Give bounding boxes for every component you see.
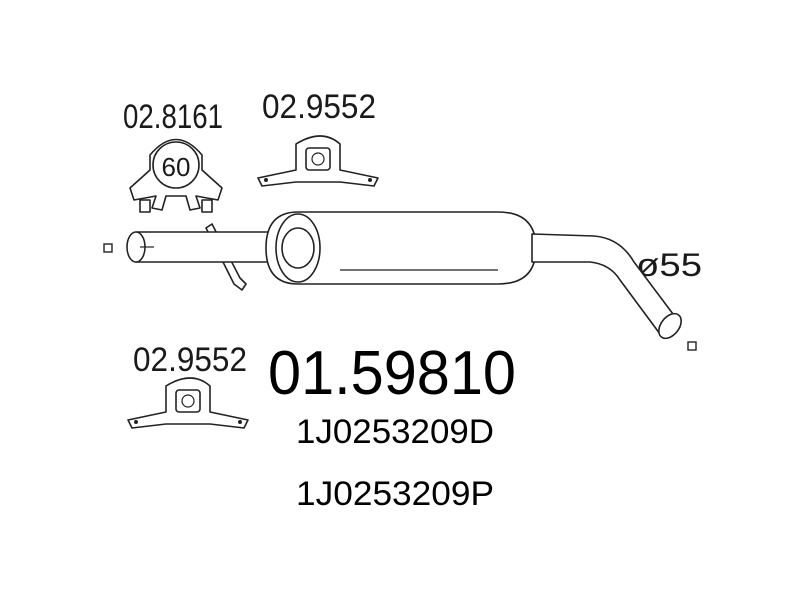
exhaust-clamp: 60	[129, 138, 223, 213]
rubber-mount-bottom	[127, 377, 249, 429]
oem-number-1: 1J0253209D	[296, 413, 494, 451]
clamp-size-label: 60	[162, 152, 191, 182]
mount-bottom-part-code: 02.9552	[133, 341, 247, 379]
outlet-connection-marker	[687, 341, 697, 351]
pipe-diameter-label: ø55	[636, 247, 702, 283]
clamp-part-code: 02.8161	[123, 98, 223, 136]
middle-silencer	[126, 211, 682, 340]
main-part-number: 01.59810	[268, 339, 516, 408]
inlet-connection-marker	[103, 243, 113, 253]
mount-top-part-code: 02.9552	[262, 88, 376, 126]
rubber-mount-top	[257, 135, 379, 187]
oem-number-2: 1J0253209P	[296, 475, 494, 513]
